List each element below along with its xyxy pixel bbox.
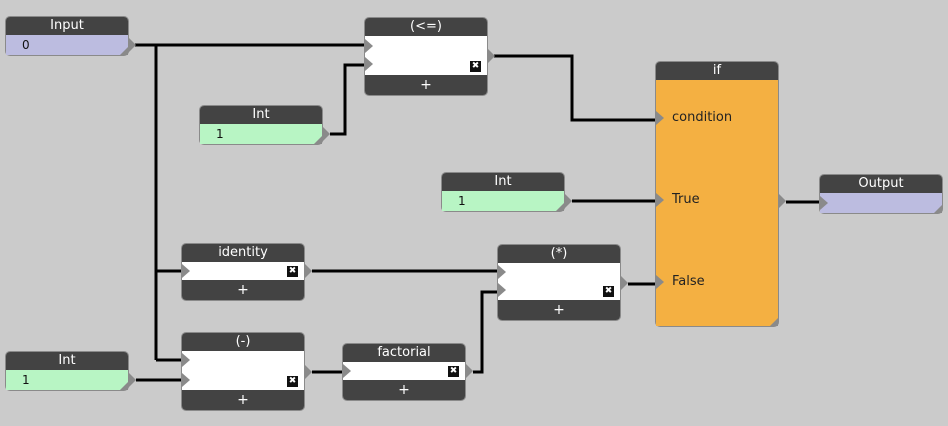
int-value-field[interactable]: 1 [442, 191, 572, 211]
remove-input-button[interactable]: ✖ [603, 286, 614, 297]
resize-handle[interactable] [314, 136, 322, 144]
int-value: 1 [458, 194, 466, 208]
output-port[interactable] [304, 364, 312, 380]
wire-int1-le [330, 63, 365, 136]
int-value-field[interactable]: 1 [200, 124, 330, 144]
sub-node[interactable]: (-) ✖ + [182, 333, 312, 410]
output-port[interactable] [465, 363, 473, 379]
input-port[interactable] [365, 39, 373, 53]
resize-handle[interactable] [934, 205, 942, 213]
remove-input-button[interactable]: ✖ [287, 376, 298, 387]
node-title[interactable]: factorial [343, 344, 465, 362]
remove-input-button[interactable]: ✖ [470, 61, 481, 72]
input-value: 0 [22, 38, 30, 52]
resize-handle[interactable] [556, 203, 564, 211]
add-input-button[interactable]: + [498, 300, 620, 320]
input-port[interactable] [182, 264, 190, 278]
node-title[interactable]: Int [200, 106, 322, 124]
input-value-field[interactable]: 0 [6, 35, 136, 55]
add-input-button[interactable]: + [343, 380, 465, 400]
node-title[interactable]: identity [182, 244, 304, 262]
add-input-button[interactable]: + [182, 390, 304, 410]
port-label-true: True [672, 192, 700, 207]
resize-handle[interactable] [770, 318, 778, 326]
node-title[interactable]: Output [820, 175, 942, 193]
add-input-button[interactable]: + [365, 75, 487, 95]
node-title[interactable]: (*) [498, 245, 620, 263]
node-title[interactable]: Input [6, 17, 128, 35]
input-port[interactable] [343, 364, 351, 378]
output-port[interactable] [128, 372, 136, 388]
input-port[interactable] [656, 193, 664, 207]
input-port[interactable] [182, 353, 190, 367]
node-title[interactable]: (-) [182, 333, 304, 351]
node-title[interactable]: Int [6, 352, 128, 370]
output-node[interactable]: Output [820, 175, 942, 213]
input-node[interactable]: Input 0 [6, 17, 136, 55]
output-port[interactable] [620, 275, 628, 291]
int-value: 1 [216, 127, 224, 141]
input-port[interactable] [820, 196, 828, 210]
identity-node[interactable]: identity ✖ + [182, 244, 312, 300]
input-port[interactable] [656, 111, 664, 125]
output-port[interactable] [128, 37, 136, 53]
remove-input-button[interactable]: ✖ [448, 366, 459, 377]
node-title[interactable]: if [656, 62, 778, 80]
int-node[interactable]: Int 1 [442, 173, 572, 211]
output-value-field [820, 193, 942, 213]
output-port[interactable] [564, 193, 572, 209]
int-node[interactable]: Int 1 [200, 106, 330, 144]
port-label-condition: condition [672, 110, 733, 125]
resize-handle[interactable] [120, 47, 128, 55]
remove-input-button[interactable]: ✖ [287, 266, 298, 277]
input-port[interactable] [498, 265, 506, 279]
add-input-button[interactable]: + [182, 280, 304, 300]
mul-node[interactable]: (*) ✖ + [498, 245, 628, 320]
node-title[interactable]: Int [442, 173, 564, 191]
factorial-node[interactable]: factorial ✖ + [343, 344, 473, 400]
int-value: 1 [22, 373, 30, 387]
le-node[interactable]: (<=) ✖ + [365, 18, 495, 95]
input-port[interactable] [182, 373, 190, 387]
input-port[interactable] [365, 57, 373, 71]
int-node[interactable]: Int 1 [6, 352, 136, 390]
wire-factorial-mul [473, 290, 498, 374]
wire-le-condition [494, 54, 656, 122]
port-label-false: False [672, 274, 705, 289]
input-port[interactable] [656, 275, 664, 289]
output-port[interactable] [487, 48, 495, 64]
output-port[interactable] [322, 126, 330, 142]
node-title[interactable]: (<=) [365, 18, 487, 36]
int-value-field[interactable]: 1 [6, 370, 136, 390]
output-port[interactable] [778, 193, 786, 209]
resize-handle[interactable] [120, 382, 128, 390]
input-port[interactable] [498, 283, 506, 297]
output-port[interactable] [304, 263, 312, 279]
if-node[interactable]: if condition True False [656, 62, 786, 326]
